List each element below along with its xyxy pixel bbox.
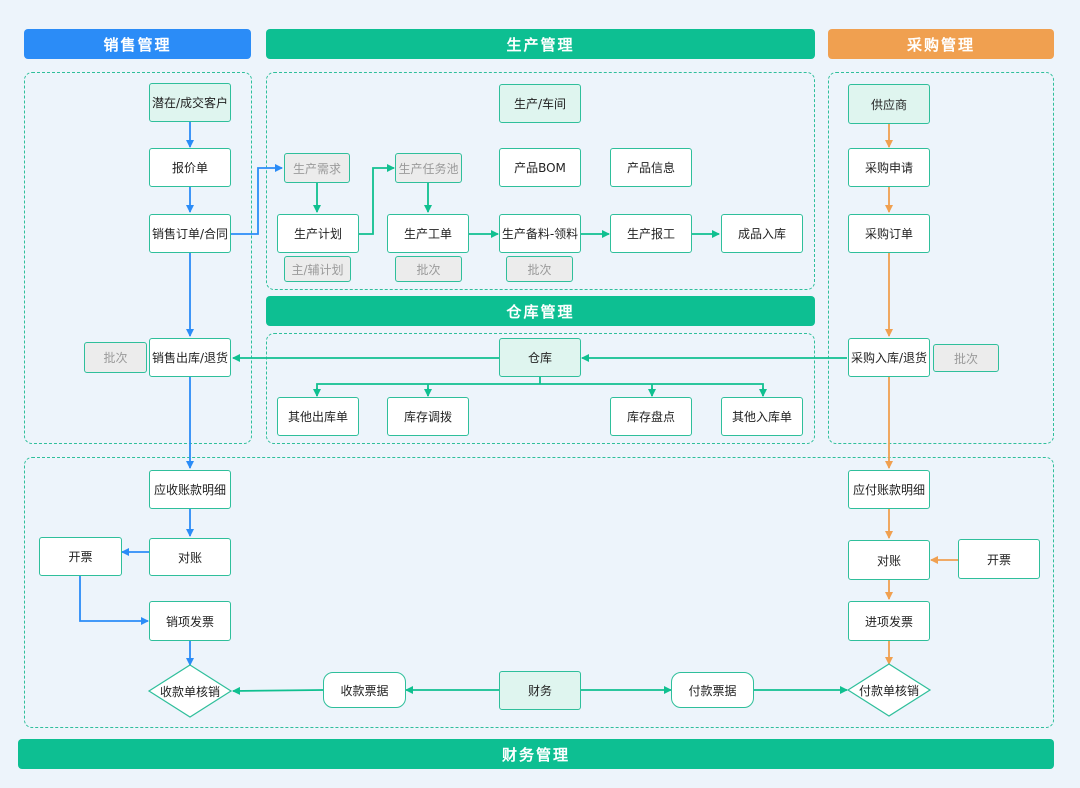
node-finished-in[interactable]: 成品入库 bbox=[721, 214, 803, 253]
node-payable[interactable]: 应付账款明细 bbox=[848, 470, 930, 509]
receipt-verify-diamond bbox=[147, 664, 233, 718]
node-sales-outbound[interactable]: 销售出库/退货 bbox=[149, 338, 231, 377]
production-region bbox=[266, 72, 815, 290]
node-purchase-inbound[interactable]: 采购入库/退货 bbox=[848, 338, 930, 377]
node-plan[interactable]: 生产计划 bbox=[277, 214, 359, 253]
node-supplier[interactable]: 供应商 bbox=[848, 84, 930, 124]
finance-header: 财务管理 bbox=[18, 739, 1054, 769]
payment-verify-diamond bbox=[846, 663, 932, 717]
node-receipt-verify[interactable]: 收款单核销 bbox=[159, 684, 220, 699]
node-work-order[interactable]: 生产工单 bbox=[387, 214, 469, 253]
node-bom[interactable]: 产品BOM bbox=[499, 148, 581, 187]
node-sales-order[interactable]: 销售订单/合同 bbox=[149, 214, 231, 253]
finance-region bbox=[24, 457, 1054, 728]
node-purchase-invoice[interactable]: 进项发票 bbox=[848, 601, 930, 641]
node-recon-right[interactable]: 对账 bbox=[848, 540, 930, 580]
node-other-in[interactable]: 其他入库单 bbox=[721, 397, 803, 436]
node-receipt-doc[interactable]: 收款票据 bbox=[323, 672, 406, 708]
node-workshop[interactable]: 生产/车间 bbox=[499, 84, 581, 123]
node-purchase-request[interactable]: 采购申请 bbox=[848, 148, 930, 187]
sales-region bbox=[24, 72, 252, 444]
node-transfer[interactable]: 库存调拨 bbox=[387, 397, 469, 436]
node-invoice-right[interactable]: 开票 bbox=[958, 539, 1040, 579]
node-demand[interactable]: 生产需求 bbox=[284, 153, 350, 183]
node-customer[interactable]: 潜在/成交客户 bbox=[149, 83, 231, 122]
line-plan-taskpool bbox=[358, 164, 395, 235]
line-invoice-salesinvoice bbox=[79, 576, 149, 625]
node-receivable[interactable]: 应收账款明细 bbox=[149, 470, 231, 509]
node-sales-batch[interactable]: 批次 bbox=[84, 342, 147, 373]
node-main-plan[interactable]: 主/辅计划 bbox=[284, 256, 351, 282]
node-batch-workorder[interactable]: 批次 bbox=[395, 256, 462, 282]
node-sales-invoice[interactable]: 销项发票 bbox=[149, 601, 231, 641]
purchase-region bbox=[828, 72, 1054, 444]
node-task-pool[interactable]: 生产任务池 bbox=[395, 153, 462, 183]
line-order-demand bbox=[231, 164, 283, 235]
node-recon-left[interactable]: 对账 bbox=[149, 538, 231, 576]
node-report[interactable]: 生产报工 bbox=[610, 214, 692, 253]
node-product-info[interactable]: 产品信息 bbox=[610, 148, 692, 187]
node-purchase-order[interactable]: 采购订单 bbox=[848, 214, 930, 253]
line-warehouse-branch bbox=[316, 377, 764, 396]
node-invoice-left[interactable]: 开票 bbox=[39, 537, 122, 576]
sales-header: 销售管理 bbox=[24, 29, 251, 59]
purchase-header: 采购管理 bbox=[828, 29, 1054, 59]
node-other-out[interactable]: 其他出库单 bbox=[277, 397, 359, 436]
line-receipt-verify bbox=[232, 686, 324, 695]
node-quote[interactable]: 报价单 bbox=[149, 148, 231, 187]
node-warehouse[interactable]: 仓库 bbox=[499, 338, 581, 377]
node-payment-doc[interactable]: 付款票据 bbox=[671, 672, 754, 708]
warehouse-header: 仓库管理 bbox=[266, 296, 815, 326]
warehouse-region bbox=[266, 333, 815, 444]
node-material[interactable]: 生产备料-领料 bbox=[499, 214, 581, 253]
node-batch-material[interactable]: 批次 bbox=[506, 256, 573, 282]
node-finance[interactable]: 财务 bbox=[499, 671, 581, 710]
node-payment-verify[interactable]: 付款单核销 bbox=[858, 683, 919, 698]
production-header: 生产管理 bbox=[266, 29, 815, 59]
node-purchase-batch[interactable]: 批次 bbox=[933, 344, 999, 372]
node-stocktake[interactable]: 库存盘点 bbox=[610, 397, 692, 436]
